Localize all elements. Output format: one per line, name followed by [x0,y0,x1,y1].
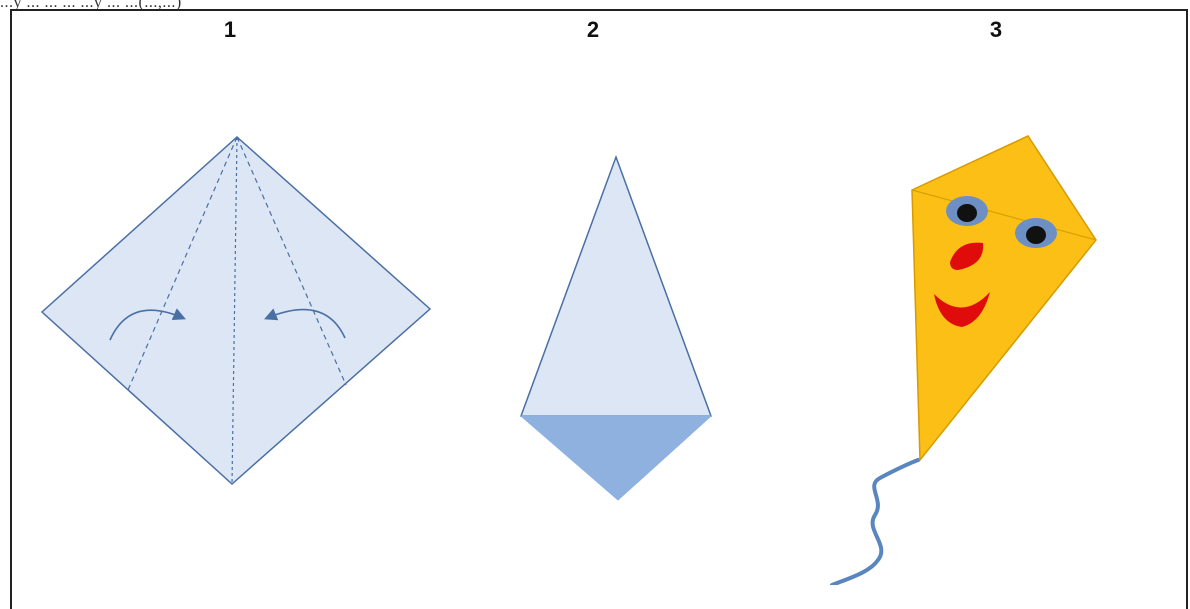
right-fold-arrow [264,308,346,339]
kite-crossbar [911,189,1097,241]
step-1-number: 1 [223,17,237,42]
left-fold-line [127,136,238,391]
right-fold-line [236,136,347,386]
diagram-frame [10,9,1188,609]
kite-body [911,135,1097,463]
step-3-finished-kite [830,135,1097,585]
clipped-caption: ...y ... ... ... ...y ... ...(...,...) [0,0,182,11]
folded-lower-flap [519,415,713,501]
step-1-square-paper [40,135,432,486]
step-2-number: 2 [586,17,600,42]
step-3-number: 3 [989,17,1003,42]
left-fold-arrow [109,308,186,341]
kite-nose [950,242,984,270]
paper-square [40,135,432,486]
right-eye [1015,218,1057,248]
center-fold-line [231,136,238,485]
folded-upper-part [519,154,713,417]
step-2-folded-shape [519,154,713,501]
left-eye [946,196,988,226]
diagram-drawing [40,135,1097,585]
kite-tail [830,458,920,585]
kite-smile [934,292,990,327]
